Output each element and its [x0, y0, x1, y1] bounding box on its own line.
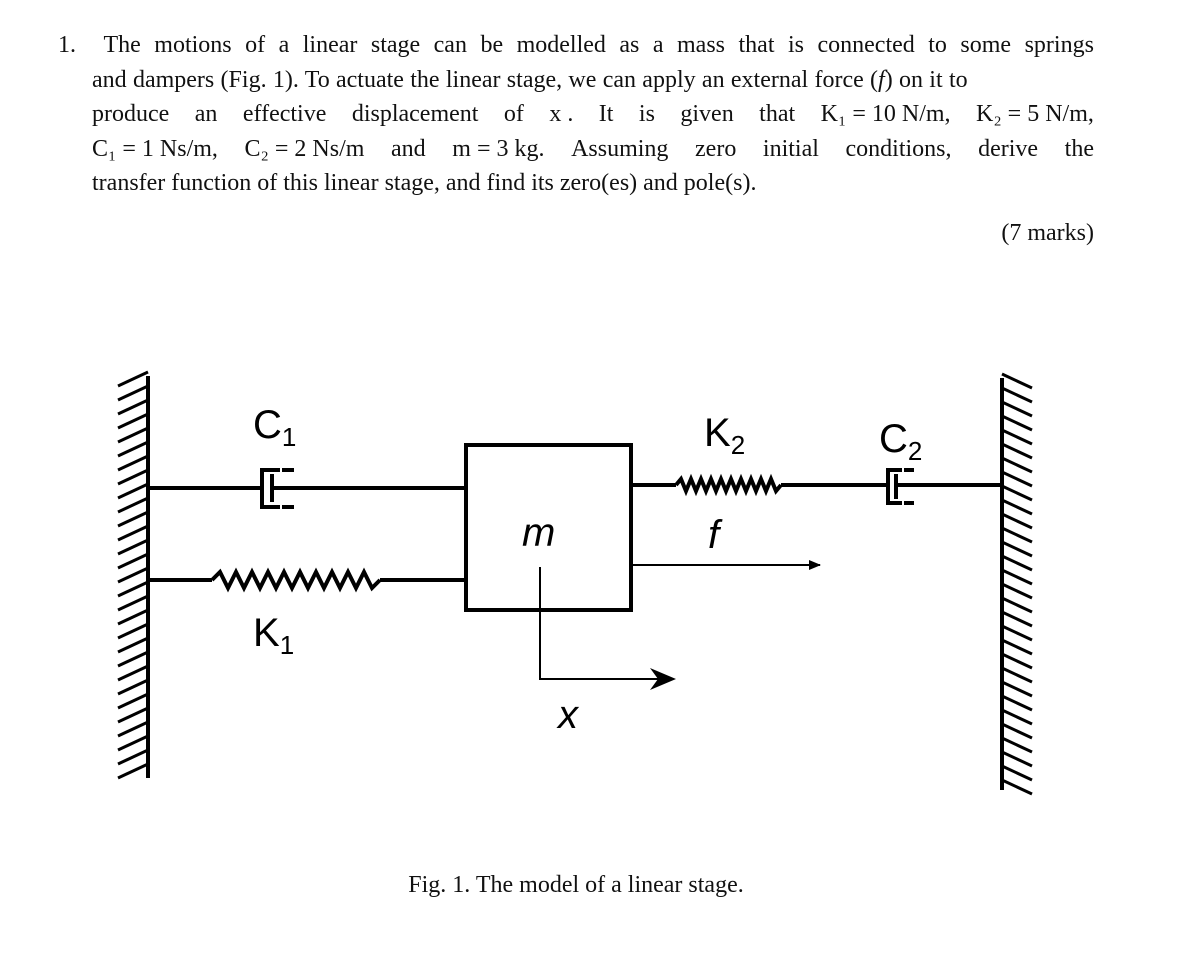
right-wall-hatch — [1001, 778, 1033, 796]
right-wall-hatch — [1001, 722, 1033, 740]
damper-c1 — [148, 468, 466, 509]
force-label: f — [708, 513, 723, 557]
right-wall-hatch — [1001, 512, 1033, 530]
right-wall-hatch — [1001, 442, 1033, 460]
k1-label: K1 — [253, 611, 294, 660]
right-wall-hatch — [1001, 764, 1033, 782]
k2-label: K2 — [704, 411, 745, 460]
left-wall-hatch — [117, 664, 149, 682]
left-wall-hatch — [117, 370, 149, 388]
left-wall-hatch — [117, 748, 149, 766]
right-wall-hatch — [1001, 414, 1033, 432]
left-wall-hatch — [117, 636, 149, 654]
question-number: 1. — [58, 32, 76, 58]
question-line-4: C₁ = 1 Ns/m, C₂ = 2 Ns/m and m = 3 kg. A… — [92, 135, 1094, 162]
left-wall-hatch — [117, 566, 149, 584]
mass-block — [464, 443, 633, 612]
right-wall-hatch — [1001, 386, 1033, 404]
c2-label: C2 — [879, 417, 922, 466]
spring-k2 — [631, 473, 886, 497]
displacement-arrow — [539, 567, 676, 690]
right-wall-hatch — [1001, 526, 1033, 544]
left-wall-hatch — [117, 412, 149, 430]
left-wall-hatch — [117, 734, 149, 752]
left-wall-hatch — [117, 678, 149, 696]
right-wall-hatch — [1001, 428, 1033, 446]
left-wall-hatch — [117, 496, 149, 514]
right-wall-hatch — [1001, 652, 1033, 670]
damper-c2 — [886, 468, 1002, 505]
left-wall-hatch — [117, 454, 149, 472]
left-wall-hatch — [117, 426, 149, 444]
right-wall-hatch — [1001, 540, 1033, 558]
left-wall-hatch — [117, 692, 149, 710]
right-wall-hatch — [1001, 456, 1033, 474]
question-line-3: produce an effective displacement of x .… — [92, 101, 1094, 127]
left-wall — [117, 370, 150, 780]
right-wall-hatch — [1001, 554, 1033, 572]
right-wall-hatch — [1001, 498, 1033, 516]
right-wall-hatch — [1001, 400, 1033, 418]
right-wall-hatch — [1001, 568, 1033, 586]
left-wall-hatch — [117, 398, 149, 416]
left-wall-hatch — [117, 524, 149, 542]
left-wall-hatch — [117, 468, 149, 486]
displacement-label: x — [556, 693, 580, 737]
right-wall-hatch — [1001, 484, 1033, 502]
left-wall-hatch — [117, 510, 149, 528]
right-wall-hatch — [1001, 750, 1033, 768]
question-line-5: transfer function of this linear stage, … — [92, 170, 757, 196]
left-wall-hatch — [117, 622, 149, 640]
left-wall-hatch — [117, 706, 149, 724]
left-wall-hatch — [117, 440, 149, 458]
right-wall-hatch — [1001, 708, 1033, 726]
right-wall-hatch — [1001, 666, 1033, 684]
right-wall-hatch — [1001, 582, 1033, 600]
question-line-1: 1. The motions of a linear stage can be … — [58, 28, 1094, 63]
right-wall-hatch — [1001, 694, 1033, 712]
right-wall-hatch — [1001, 680, 1033, 698]
marks-label: (7 marks) — [1001, 220, 1094, 246]
right-wall-hatch — [1001, 596, 1033, 614]
right-wall-hatch — [1001, 624, 1033, 642]
left-wall-hatch — [117, 552, 149, 570]
question-line-2: and dampers (Fig. 1). To actuate the lin… — [92, 66, 968, 93]
right-wall-hatch — [1001, 372, 1033, 390]
left-wall-hatch — [117, 720, 149, 738]
left-wall-hatch — [117, 384, 149, 402]
question-text: 1. The motions of a linear stage can be … — [58, 28, 1094, 201]
figure-caption: Fig. 1. The model of a linear stage. — [408, 872, 744, 898]
left-wall-hatch — [117, 538, 149, 556]
left-wall-hatch — [117, 608, 149, 626]
right-wall-hatch — [1001, 610, 1033, 628]
right-wall-hatch — [1001, 470, 1033, 488]
right-wall-hatch — [1001, 736, 1033, 754]
left-wall-hatch — [117, 594, 149, 612]
left-wall-hatch — [117, 482, 149, 500]
right-wall-hatch — [1001, 638, 1033, 656]
right-wall — [1000, 372, 1033, 796]
spring-k1 — [148, 567, 466, 593]
left-wall-hatch — [117, 650, 149, 668]
left-wall-hatch — [117, 762, 149, 780]
left-wall-hatch — [117, 580, 149, 598]
c1-label: C1 — [253, 403, 296, 452]
mass-label: m — [522, 511, 555, 555]
